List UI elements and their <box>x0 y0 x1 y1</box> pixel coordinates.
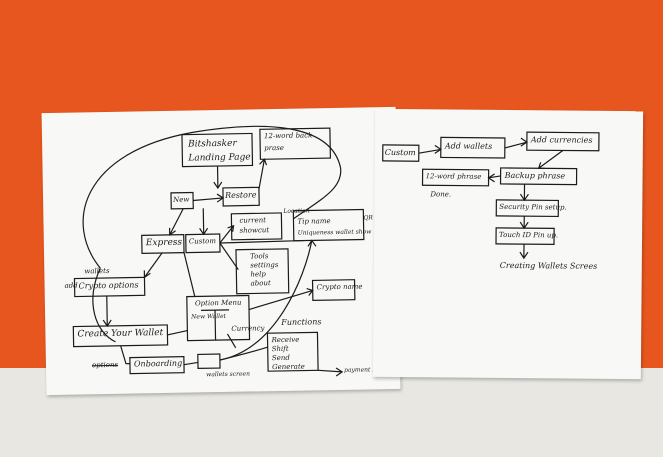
crypto-name-label: Crypto name <box>316 282 363 292</box>
location-label: Location <box>283 207 310 215</box>
right-custom-label: Custom <box>384 147 416 158</box>
word-box-line2: prase <box>264 143 285 153</box>
current-showcut-line2: showcut <box>239 226 270 235</box>
functions-label: Functions <box>281 317 322 327</box>
tools-line2: settings <box>250 261 279 270</box>
landing-box-line1: Bitshasker <box>188 138 237 150</box>
tools-line1: Tools <box>250 252 269 261</box>
left-sketch-lines <box>72 125 365 377</box>
add-wallets-label: Add wallets <box>444 141 493 151</box>
receive-line1: Receive <box>271 335 300 345</box>
touch-id-label: Touch ID Pin up. <box>499 230 559 240</box>
backup-phrase-label: Backup phrase <box>504 170 566 181</box>
add-label: add <box>64 281 78 290</box>
add-currencies-label: Add currencies <box>530 135 593 145</box>
tools-line4: about <box>250 279 271 288</box>
tip-name-line2: Uniqueness wallet show <box>297 228 372 237</box>
right-sketch-lines <box>382 131 600 260</box>
receive-line4: Generate <box>271 362 305 372</box>
left-paper-sheet: Bitshasker Landing Page 12-word back pra… <box>41 106 401 396</box>
options-struck-label: options <box>91 360 119 370</box>
right-paper-sheet: Custom Add wallets Add currencies 12-wor… <box>372 108 644 380</box>
onboarding-label: Onboarding <box>133 358 183 369</box>
qr-label: QR <box>363 214 373 222</box>
word-phrase-label: 12-word phrase <box>425 172 482 181</box>
new-label: New <box>173 195 190 204</box>
security-pin-label: Security Pin setup. <box>499 202 567 212</box>
currency-label: Currency <box>231 324 265 333</box>
landing-box-line2: Landing Page <box>188 152 251 164</box>
custom-label: Custom <box>188 237 217 246</box>
word-box-line1: 12-word back <box>263 131 313 141</box>
wallets-screen-label: wallets screen <box>206 370 250 379</box>
done-label: Done. <box>430 190 452 199</box>
tools-line3: help <box>250 270 266 279</box>
current-showcut-line1: current <box>239 216 267 225</box>
crypto-options-label: Crypto options <box>78 280 139 291</box>
wallets-label: wallets <box>84 266 110 276</box>
receive-line2: Shift <box>271 344 289 354</box>
restore-label: Restore <box>224 190 257 200</box>
creating-wallets-label: Creating Wallets Screes <box>499 260 598 271</box>
create-wallet-label: Create Your Wallet <box>77 328 164 340</box>
receive-line3: Send <box>271 353 290 363</box>
new-wallet-label: New Wallet <box>191 312 227 321</box>
tip-name-line1: Tip name <box>297 217 331 226</box>
option-menu-label: Option Menu <box>194 298 242 308</box>
express-label: Express <box>145 237 183 249</box>
